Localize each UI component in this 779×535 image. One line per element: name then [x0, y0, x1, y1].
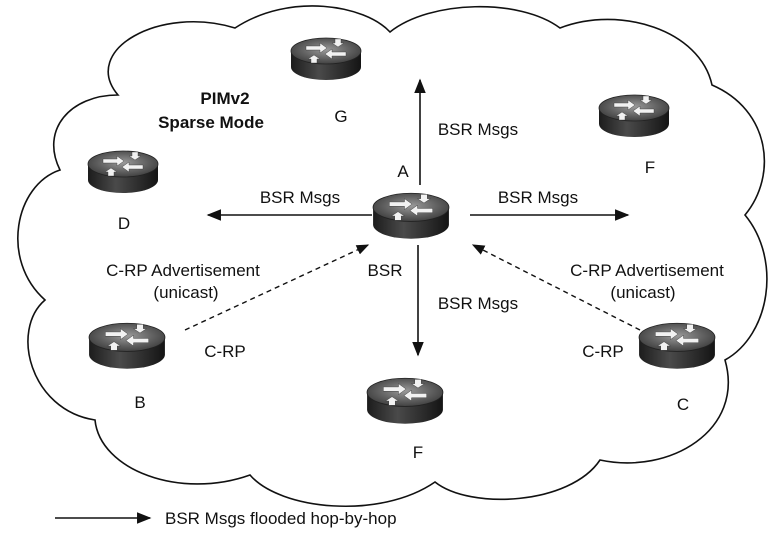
router-b-role: C-RP [204, 342, 246, 361]
adv-left-line1: C-RP Advertisement [106, 261, 260, 280]
network-cloud [17, 5, 768, 507]
router-f-bottom-icon [366, 377, 444, 425]
router-a-icon [372, 192, 450, 240]
arrow-up-label: BSR Msgs [438, 120, 518, 139]
router-a-label: A [397, 162, 409, 181]
adv-right-line1: C-RP Advertisement [570, 261, 724, 280]
router-d-icon [87, 150, 159, 194]
adv-left-line2: (unicast) [153, 283, 218, 302]
arrow-down-label: BSR Msgs [438, 294, 518, 313]
router-a-role: BSR [368, 261, 403, 280]
router-f-bottom-label: F [413, 443, 423, 462]
router-c-icon [638, 322, 716, 370]
router-g-label: G [334, 107, 347, 126]
router-c-label: C [677, 395, 689, 414]
router-c-role: C-RP [582, 342, 624, 361]
adv-right-line2: (unicast) [610, 283, 675, 302]
arrow-left-label: BSR Msgs [260, 188, 340, 207]
unicast-arrow-left [184, 244, 370, 331]
router-f-top-icon [598, 94, 670, 138]
router-f-top-label: F [645, 158, 655, 177]
unicast-arrow-right [471, 244, 641, 331]
router-b-icon [88, 322, 166, 370]
legend-text: BSR Msgs flooded hop-by-hop [165, 509, 397, 528]
router-g-icon [290, 37, 362, 81]
router-b-label: B [134, 393, 145, 412]
arrow-right-label: BSR Msgs [498, 188, 578, 207]
title-line2: Sparse Mode [158, 113, 264, 132]
router-d-label: D [118, 214, 130, 233]
title-line1: PIMv2 [200, 89, 249, 108]
